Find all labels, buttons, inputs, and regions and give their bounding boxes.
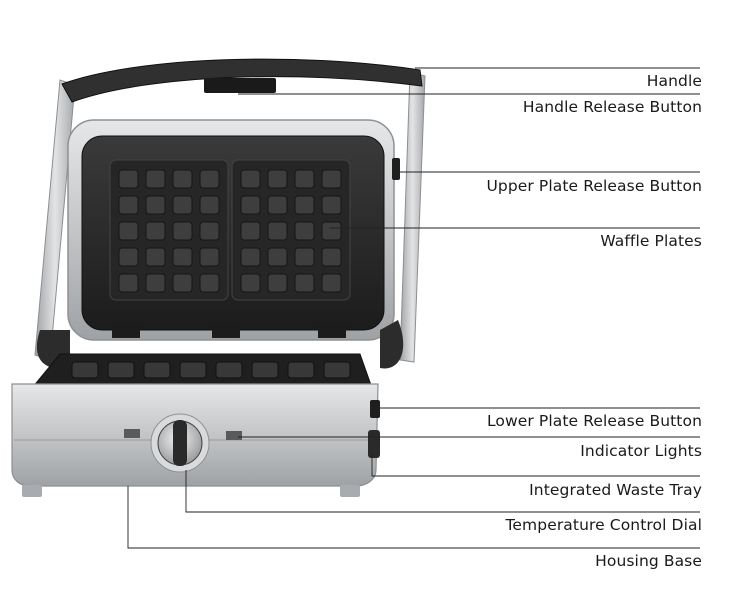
waffle-cell [321,221,342,241]
label-handle-release-button: Handle Release Button [522,98,702,116]
waffle-cell [199,247,220,267]
waffle-cell [199,273,220,293]
waffle-cell [145,273,166,293]
waffle-cell [199,221,220,241]
waffle-cell [240,247,261,267]
waffle-cell [294,195,315,215]
waffle-plates [109,159,351,301]
label-upper-plate-release-button: Upper Plate Release Button [486,177,702,195]
callout-line-housing [127,486,700,549]
label-handle: Handle [646,72,702,90]
lower-waffle-cell [251,361,279,379]
waffle-cell [172,273,193,293]
lower-waffle-cell [107,361,135,379]
waffle-cell [267,195,288,215]
lower-plate-release-button[interactable] [370,400,380,418]
label-temperature-control-dial: Temperature Control Dial [505,516,702,534]
waffle-cell [294,273,315,293]
lower-waffle-cell [179,361,207,379]
waffle-plate-block [231,159,351,301]
lower-waffle-cell [287,361,315,379]
label-waffle-plates: Waffle Plates [600,232,702,250]
waffle-cell [199,195,220,215]
waffle-cell [240,273,261,293]
waffle-cell [294,169,315,189]
waffle-cell [321,169,342,189]
label-integrated-waste-tray: Integrated Waste Tray [529,481,702,499]
lower-waffle-cell [71,361,99,379]
right-foot [340,485,360,497]
integrated-waste-tray[interactable] [368,430,380,458]
indicator-light-left [124,429,140,438]
upper-plate-release-button[interactable] [392,158,400,180]
waffle-cell [145,247,166,267]
label-housing-base: Housing Base [595,552,702,570]
left-foot [22,485,42,497]
callout-lines [127,67,700,549]
waffle-cell [321,195,342,215]
waffle-cell [294,247,315,267]
waffle-cell [240,221,261,241]
waffle-plate-block [109,159,229,301]
right-hinge [380,320,404,369]
waffle-cell [267,169,288,189]
waffle-cell [267,273,288,293]
indicator-light-right [226,431,242,440]
handle-release-button[interactable] [204,78,276,93]
waffle-cell [172,195,193,215]
lower-waffle-cell [323,361,351,379]
lower-plate [30,353,373,389]
lower-waffle-cell [215,361,243,379]
waffle-cell [321,273,342,293]
waffle-cell [145,221,166,241]
waffle-cell [267,247,288,267]
waffle-cell [172,247,193,267]
waffle-cell [267,221,288,241]
waffle-cell [294,221,315,241]
callout-line-waste-tray [371,455,700,477]
waffle-cell [118,195,139,215]
lower-waffle-cell [143,361,171,379]
waffle-cell [172,221,193,241]
waffle-cell [172,169,193,189]
waffle-cell [118,247,139,267]
label-lower-plate-release-button: Lower Plate Release Button [486,412,702,430]
waffle-cell [240,169,261,189]
waffle-cell [240,195,261,215]
waffle-cell [118,273,139,293]
label-indicator-lights: Indicator Lights [580,442,702,460]
waffle-cell [145,195,166,215]
handle[interactable] [34,58,426,363]
waffle-cell [118,221,139,241]
callout-line-dial [185,470,700,513]
waffle-cell [118,169,139,189]
waffle-cell [145,169,166,189]
housing-base [11,383,380,497]
waffle-cell [199,169,220,189]
waffle-cell [321,247,342,267]
